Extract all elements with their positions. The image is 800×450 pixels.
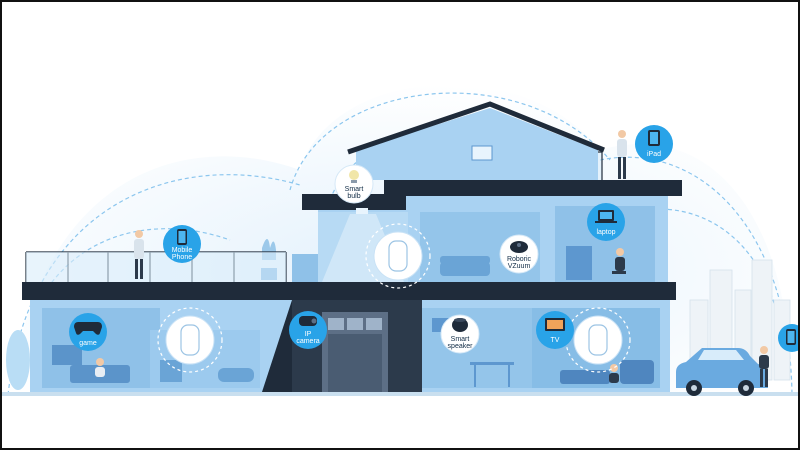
person-couch — [95, 358, 105, 377]
tv-icon — [545, 318, 565, 331]
ipad-bubble: iPad — [635, 125, 673, 163]
tablet-icon — [648, 130, 660, 146]
roof — [347, 101, 605, 155]
smart-bulb-label-1: Smart — [345, 186, 364, 193]
robot-vacuum-icon — [510, 241, 528, 253]
living-furniture — [560, 360, 654, 384]
smart-speaker-label-1: Smart — [451, 336, 470, 343]
person-balcony — [617, 130, 627, 179]
robot-vacuum-label-2: VZuum — [508, 263, 531, 270]
mobile-phone-label-1: Mobile — [172, 247, 193, 254]
laptop-icon — [595, 210, 617, 223]
upper-left-room — [292, 254, 318, 282]
bookshelf — [566, 246, 592, 280]
gamepad-icon — [74, 322, 102, 335]
bath-furniture — [160, 360, 254, 382]
mobile-phone-bubble: Mobile Phone — [163, 225, 201, 263]
game-label: game — [79, 340, 97, 347]
attic-wall — [356, 108, 598, 180]
mobile-phone-label-2: Phone — [172, 254, 192, 261]
ceiling-lamp — [356, 208, 368, 214]
front-door — [322, 312, 388, 392]
security-camera-icon — [299, 316, 317, 326]
smart-bulb-label-2: bulb — [347, 193, 360, 200]
middle-floor-slab — [22, 282, 676, 300]
dog — [336, 381, 350, 389]
person-laptop — [612, 248, 626, 274]
ip-camera-bubble: IP camera — [289, 311, 327, 349]
tv-bubble: TV — [536, 311, 574, 349]
smartphone-icon — [177, 229, 187, 245]
left-terrace-glass — [26, 252, 286, 282]
mesh-router-upper — [365, 223, 431, 289]
person-living — [609, 364, 619, 383]
ip-camera-label-1: IP — [305, 331, 312, 338]
mesh-router-left — [157, 307, 223, 373]
sofa — [440, 256, 490, 276]
person-car — [759, 346, 769, 387]
balcony-slab — [384, 180, 682, 196]
car — [676, 348, 768, 396]
smart-bulb-bubble: Smart bulb — [334, 164, 374, 204]
person-terrace — [134, 230, 144, 279]
car-app-bubble — [778, 324, 800, 352]
phone-app-icon — [786, 329, 796, 345]
attic-window — [471, 145, 493, 161]
smart-speaker-label-2: speaker — [448, 343, 474, 350]
smart-speaker-icon — [452, 318, 468, 332]
game-bubble: game — [69, 313, 107, 351]
ground-line — [0, 392, 800, 396]
lightbulb-icon — [349, 170, 359, 183]
mesh-router-right — [565, 307, 631, 373]
ip-camera-label-2: camera — [296, 338, 319, 345]
laptop-label: laptop — [596, 229, 615, 236]
tv-label: TV — [551, 337, 560, 344]
ipad-label: iPad — [647, 151, 661, 158]
robot-vacuum-bubble: Roboric VZuum — [499, 234, 539, 274]
robot-vacuum-label-1: Roboric — [507, 256, 532, 263]
staircase — [262, 300, 292, 392]
laptop-bubble: laptop — [587, 203, 625, 241]
smart-speaker-bubble: Smart speaker — [440, 314, 480, 354]
